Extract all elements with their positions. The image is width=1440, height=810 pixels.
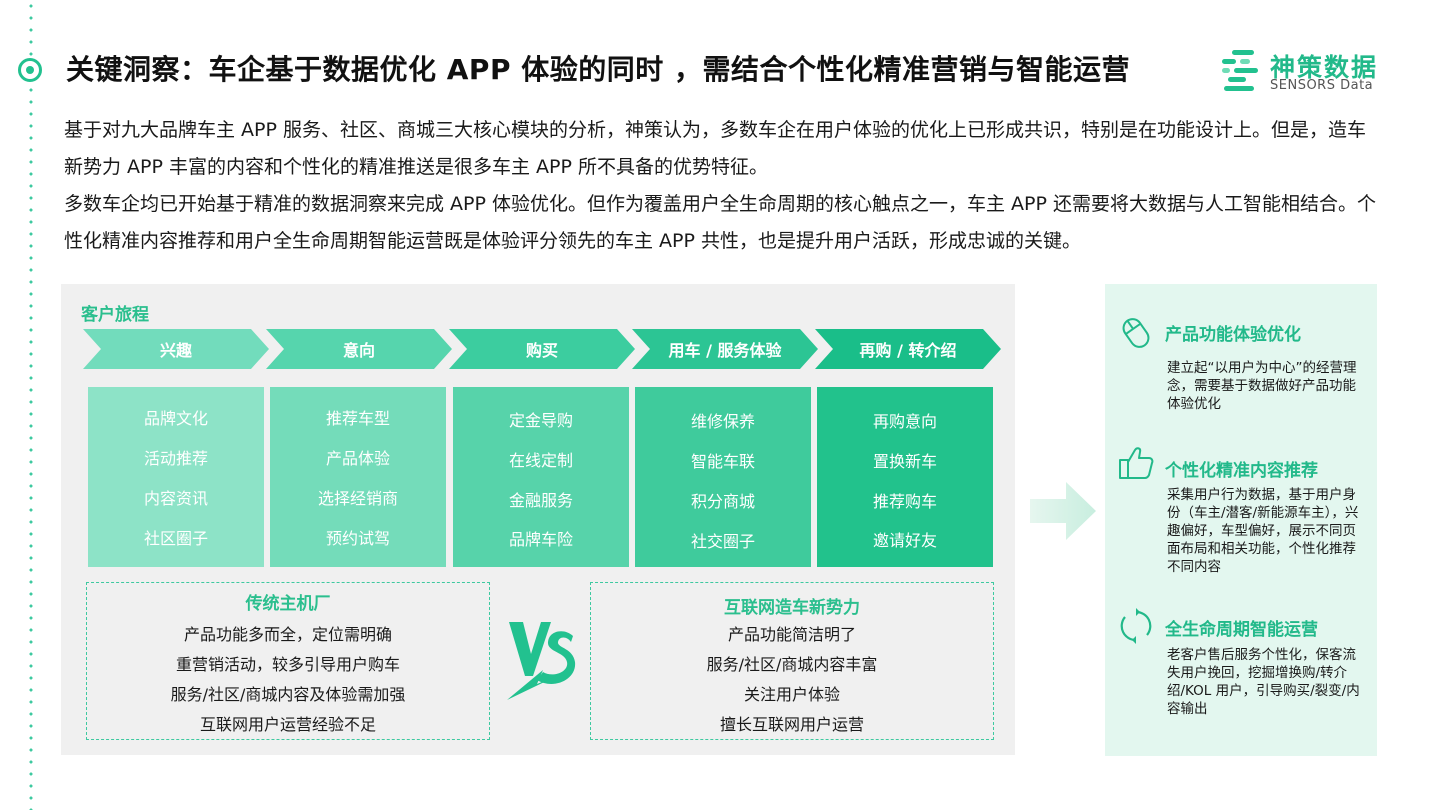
- stage-box-repurchase: 再购意向 置换新车 推荐购车 邀请好友: [817, 387, 993, 567]
- stage-box-purchase: 定金导购 在线定制 金融服务 品牌车险: [453, 387, 629, 567]
- stage-box-intent: 推荐车型 产品体验 选择经销商 预约试驾: [270, 387, 446, 567]
- intro-paragraph-1: 基于对九大品牌车主 APP 服务、社区、商城三大核心模块的分析，神策认为，多数车…: [64, 119, 1366, 178]
- logo-mark-icon: [1222, 50, 1258, 91]
- stage-box-usage: 维修保养 智能车联 积分商城 社交圈子: [635, 387, 811, 567]
- journey-title: 客户旅程: [81, 305, 149, 325]
- traditional-title: 传统主机厂: [245, 594, 331, 614]
- stage-box-interest: 品牌文化 活动推荐 内容资讯 社区圈子: [88, 387, 264, 567]
- internet-line: 关注用户体验: [743, 685, 840, 704]
- vs-icon: [507, 622, 576, 700]
- stage-item: 内容资讯: [143, 489, 208, 508]
- stage-item: 定金导购: [508, 411, 573, 430]
- right-arrow-icon: [1030, 482, 1096, 540]
- stage-chevron-interest: 兴趣: [83, 329, 269, 369]
- stage-item: 活动推荐: [143, 449, 208, 468]
- insight-desc: 建立起“以用户为中心”的经营理念，需要基于数据做好产品功能体验优化: [1167, 360, 1357, 412]
- stage-item: 智能车联: [690, 452, 755, 471]
- stage-item: 品牌车险: [508, 530, 573, 549]
- thumbs-up-icon: [1119, 447, 1154, 479]
- stage-label: 用车 / 服务体验: [668, 341, 782, 360]
- stage-item: 推荐车型: [325, 409, 390, 428]
- stage-item: 产品体验: [325, 449, 390, 468]
- insight-title: 个性化精准内容推荐: [1165, 461, 1318, 481]
- internet-title: 互联网造车新势力: [724, 598, 860, 618]
- traditional-oem-box: 传统主机厂 产品功能多而全，定位需明确 重营销活动，较多引导用户购车 服务/社区…: [86, 582, 490, 740]
- sensors-data-logo: 神策数据 SENSORS Data: [1218, 46, 1388, 96]
- stage-item: 积分商城: [690, 492, 755, 511]
- stage-item: 再购意向: [872, 412, 937, 431]
- stage-item: 推荐购车: [872, 492, 937, 511]
- customer-journey-panel: 客户旅程 兴趣 意向 购买 用车 / 服务体验 再购 / 转介绍 品牌文化 活动…: [61, 284, 1015, 755]
- mouse-icon: [1122, 318, 1150, 348]
- stage-item: 维修保养: [690, 412, 755, 431]
- title-bullet-icon: [18, 58, 42, 82]
- stage-label: 购买: [525, 341, 558, 360]
- stage-item: 金融服务: [508, 491, 573, 510]
- page-title: 关键洞察：车企基于数据优化 APP 体验的同时 ，需结合个性化精准营销与智能运营: [66, 53, 1130, 86]
- intro-paragraph-2: 多数车企均已开始基于精准的数据洞察来完成 APP 体验优化。但作为覆盖用户全生命…: [64, 193, 1376, 252]
- internet-line: 产品功能简洁明了: [727, 625, 856, 644]
- internet-line: 服务/社区/商城内容丰富: [706, 655, 878, 674]
- decorative-dotted-line: [29, 0, 33, 810]
- internet-line: 擅长互联网用户运营: [719, 715, 864, 734]
- stage-item: 选择经销商: [317, 489, 398, 508]
- cycle-icon: [1120, 608, 1152, 644]
- logo-chinese-text: 神策数据: [1270, 53, 1379, 82]
- stage-chevron-purchase: 购买: [449, 329, 635, 369]
- traditional-line: 产品功能多而全，定位需明确: [183, 625, 392, 644]
- stage-label: 意向: [342, 341, 375, 360]
- stage-label: 再购 / 转介绍: [859, 341, 957, 360]
- stage-item: 预约试驾: [325, 529, 390, 548]
- insight-desc: 采集用户行为数据，基于用户身份（车主/潜客/新能源车主），兴趣偏好，车型偏好，展…: [1167, 487, 1359, 575]
- internet-newcomer-box: 互联网造车新势力 产品功能简洁明了 服务/社区/商城内容丰富 关注用户体验 擅长…: [590, 582, 994, 740]
- stage-item: 在线定制: [508, 451, 573, 470]
- stage-chevron-usage: 用车 / 服务体验: [632, 329, 818, 369]
- traditional-line: 互联网用户运营经验不足: [199, 715, 376, 734]
- traditional-line: 服务/社区/商城内容及体验需加强: [170, 685, 406, 704]
- stage-item: 社区圈子: [143, 529, 208, 548]
- stage-item: 邀请好友: [872, 531, 937, 550]
- insight-desc: 老客户售后服务个性化，保客流失用户挽回，挖掘增换购/转介绍/KOL 用户，引导购…: [1167, 647, 1360, 717]
- stage-item: 社交圈子: [690, 532, 755, 551]
- stage-label: 兴趣: [159, 341, 192, 360]
- insight-title: 全生命周期智能运营: [1165, 620, 1318, 640]
- stage-item: 置换新车: [872, 452, 937, 471]
- logo-english-text: SENSORS Data: [1270, 78, 1374, 93]
- insight-title: 产品功能体验优化: [1165, 325, 1301, 345]
- stage-item: 品牌文化: [143, 409, 208, 428]
- insight-panel: 产品功能体验优化 建立起“以用户为中心”的经营理念，需要基于数据做好产品功能体验…: [1105, 284, 1377, 756]
- traditional-line: 重营销活动，较多引导用户购车: [175, 655, 400, 674]
- stage-chevron-repurchase: 再购 / 转介绍: [815, 329, 1001, 369]
- stage-chevron-intent: 意向: [266, 329, 452, 369]
